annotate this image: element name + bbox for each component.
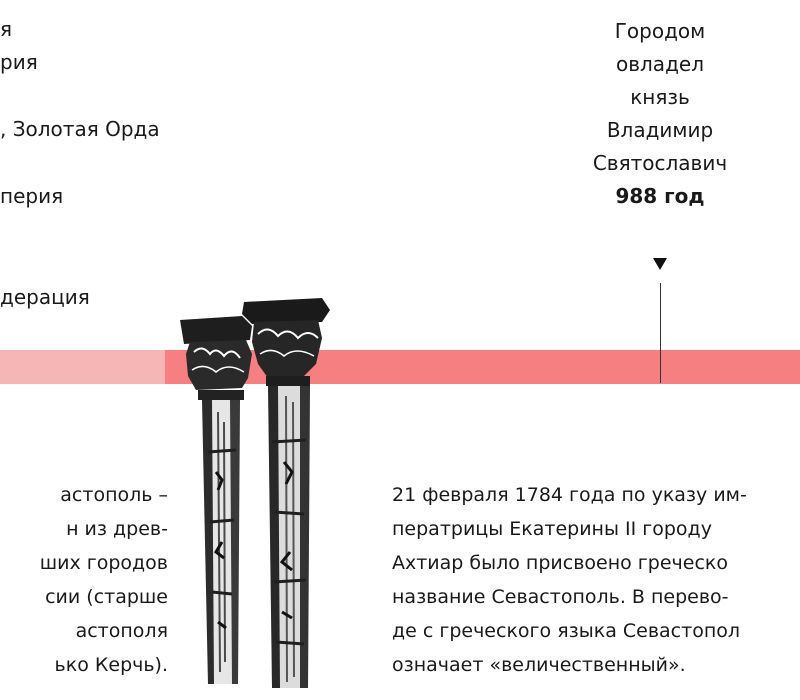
event-text-line: Городом [614,19,706,43]
event-text-line: Владимир [606,118,714,142]
paragraph-right: 21 февраля 1784 года по указу им- ператр… [392,478,747,682]
marker-triangle-icon [653,258,667,270]
paragraph-line: де с греческого языка Севастопол [392,620,741,642]
paragraph-line: Ахтиар было присвоено греческо [392,552,728,574]
event-year: 988 год [615,184,705,208]
paragraph-line: название Севастополь. В перево- [392,586,729,608]
legend-item: я [0,17,13,41]
legend-item: дерация [0,285,90,309]
paragraph-line: н из древ- [66,518,168,540]
paragraph-line: астополя [75,620,168,642]
event-text-line: овладел [616,52,704,76]
timeline-band-segment-past [0,350,165,384]
paragraph-left: астополь – н из древ- ших городов сии (с… [0,478,168,682]
event-text-line: Святославич [592,151,728,175]
event-text-line: князь [630,85,690,109]
paragraph-line: ько Керчь). [54,654,168,676]
legend-item: , Золотая Орда [0,117,160,141]
paragraph-line: астополь – [60,484,168,506]
legend-item: рия [0,50,38,74]
paragraph-line: ших городов [39,552,168,574]
paragraph-line: означает «величественный». [392,654,686,676]
legend-item: перия [0,184,64,208]
paragraph-line: сии (старше [45,586,168,608]
ancient-columns-icon [172,292,337,692]
paragraph-line: 21 февраля 1784 года по указу им- [392,484,747,506]
event-caption: Городом овладел князь Владимир Святослав… [560,15,760,213]
timeline-marker-line [660,283,661,383]
paragraph-line: ператрицы Екатерины II городу [392,518,712,540]
